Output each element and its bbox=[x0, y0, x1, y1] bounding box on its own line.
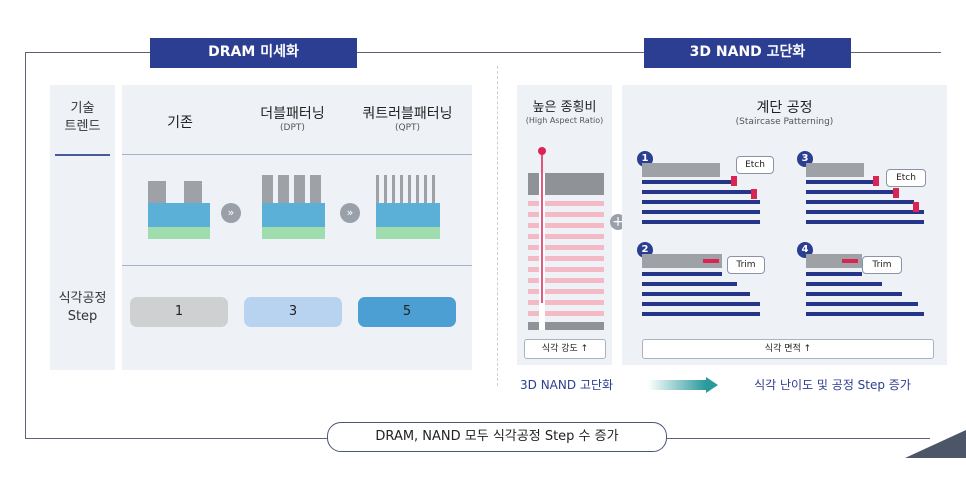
har-subtitle: (High Aspect Ratio) bbox=[525, 116, 604, 125]
row-label-column bbox=[50, 85, 115, 370]
dram-patterns bbox=[148, 175, 440, 239]
layer-3b bbox=[806, 190, 894, 194]
tag-trim-4: Trim bbox=[862, 256, 902, 274]
nand-header: 3D NAND 고단화 bbox=[644, 38, 851, 68]
staircase-panel bbox=[622, 85, 947, 365]
etch-marker bbox=[731, 176, 737, 186]
trend-label: 기술 트렌드 bbox=[64, 101, 101, 134]
tag-trim-2: Trim bbox=[727, 256, 765, 274]
pattern-qpt bbox=[376, 175, 440, 239]
etch-marker bbox=[913, 202, 919, 212]
tag-etch-1: Etch bbox=[736, 156, 774, 174]
chevron-right-circle-icon: » bbox=[340, 203, 360, 223]
layer-2e bbox=[642, 312, 760, 316]
layer-2b bbox=[642, 282, 737, 286]
step-box-dpt: 3 bbox=[244, 297, 342, 327]
har-title: 높은 종횡비 bbox=[532, 100, 597, 115]
layer-1d bbox=[642, 210, 760, 214]
etch-marker bbox=[893, 188, 899, 198]
mask-block-2 bbox=[642, 254, 722, 268]
trim-arrow bbox=[703, 259, 719, 263]
layer-2c bbox=[642, 292, 750, 296]
staircase-caption: 식각 면적 ↑ bbox=[642, 339, 934, 359]
mask-block-3 bbox=[806, 163, 864, 177]
layer-1e bbox=[642, 220, 760, 224]
step-label: 식각공정 Step bbox=[58, 291, 107, 324]
trim-arrow bbox=[842, 259, 858, 263]
bottom-left-label: 3D NAND 고단화 bbox=[520, 378, 614, 392]
label-divider bbox=[55, 154, 110, 156]
col-title-dpt: 더블패터닝 bbox=[260, 106, 325, 122]
layer-1a bbox=[642, 180, 732, 184]
staircase-subtitle: (Staircase Patterning) bbox=[735, 117, 834, 127]
col-title-qpt: 쿼트러블패터닝 bbox=[362, 106, 453, 122]
layer-4b bbox=[806, 282, 882, 286]
dram-divider-top bbox=[122, 154, 472, 155]
chevron-right-circle-icon: » bbox=[221, 203, 241, 223]
col-title-conventional: 기존 bbox=[167, 115, 193, 131]
footer-pill: DRAM, NAND 모두 식각공정 Step 수 증가 bbox=[327, 422, 667, 452]
corner-wedge bbox=[905, 430, 966, 458]
har-caption: 식각 강도 ↑ bbox=[524, 339, 606, 359]
col-subtitle-qpt: (QPT) bbox=[394, 123, 421, 133]
etch-marker bbox=[751, 189, 757, 199]
staircase-title: 계단 공정 bbox=[756, 100, 813, 116]
tag-etch-3: Etch bbox=[886, 169, 926, 187]
step-box-qpt: 5 bbox=[358, 297, 456, 327]
layer-4c bbox=[806, 292, 902, 296]
layer-3e bbox=[806, 220, 924, 224]
layer-2d bbox=[642, 302, 760, 306]
dram-divider-bottom bbox=[122, 265, 472, 266]
col-subtitle-dpt: (DPT) bbox=[280, 123, 305, 133]
gradient-arrow-head bbox=[706, 377, 718, 393]
step-box-conventional: 1 bbox=[130, 297, 228, 327]
har-stack bbox=[528, 147, 604, 330]
layer-4d bbox=[806, 302, 918, 306]
pattern-dpt bbox=[262, 175, 325, 239]
layer-3d bbox=[806, 210, 924, 214]
frame-divider bbox=[497, 66, 498, 386]
layer-4a bbox=[806, 272, 862, 276]
layer-4e bbox=[806, 312, 924, 316]
dram-header: DRAM 미세화 bbox=[150, 38, 357, 68]
layer-1b bbox=[642, 190, 752, 194]
layer-1c bbox=[642, 200, 760, 204]
layer-3a bbox=[806, 180, 874, 184]
layer-2a bbox=[642, 272, 722, 276]
etch-marker bbox=[873, 176, 879, 186]
mask-block-1 bbox=[642, 163, 720, 177]
layer-3c bbox=[806, 200, 914, 204]
mask-block-4 bbox=[806, 254, 862, 268]
gradient-arrow bbox=[648, 380, 706, 390]
bottom-right-label: 식각 난이도 및 공정 Step 증가 bbox=[754, 378, 911, 392]
pattern-conventional bbox=[148, 181, 210, 239]
